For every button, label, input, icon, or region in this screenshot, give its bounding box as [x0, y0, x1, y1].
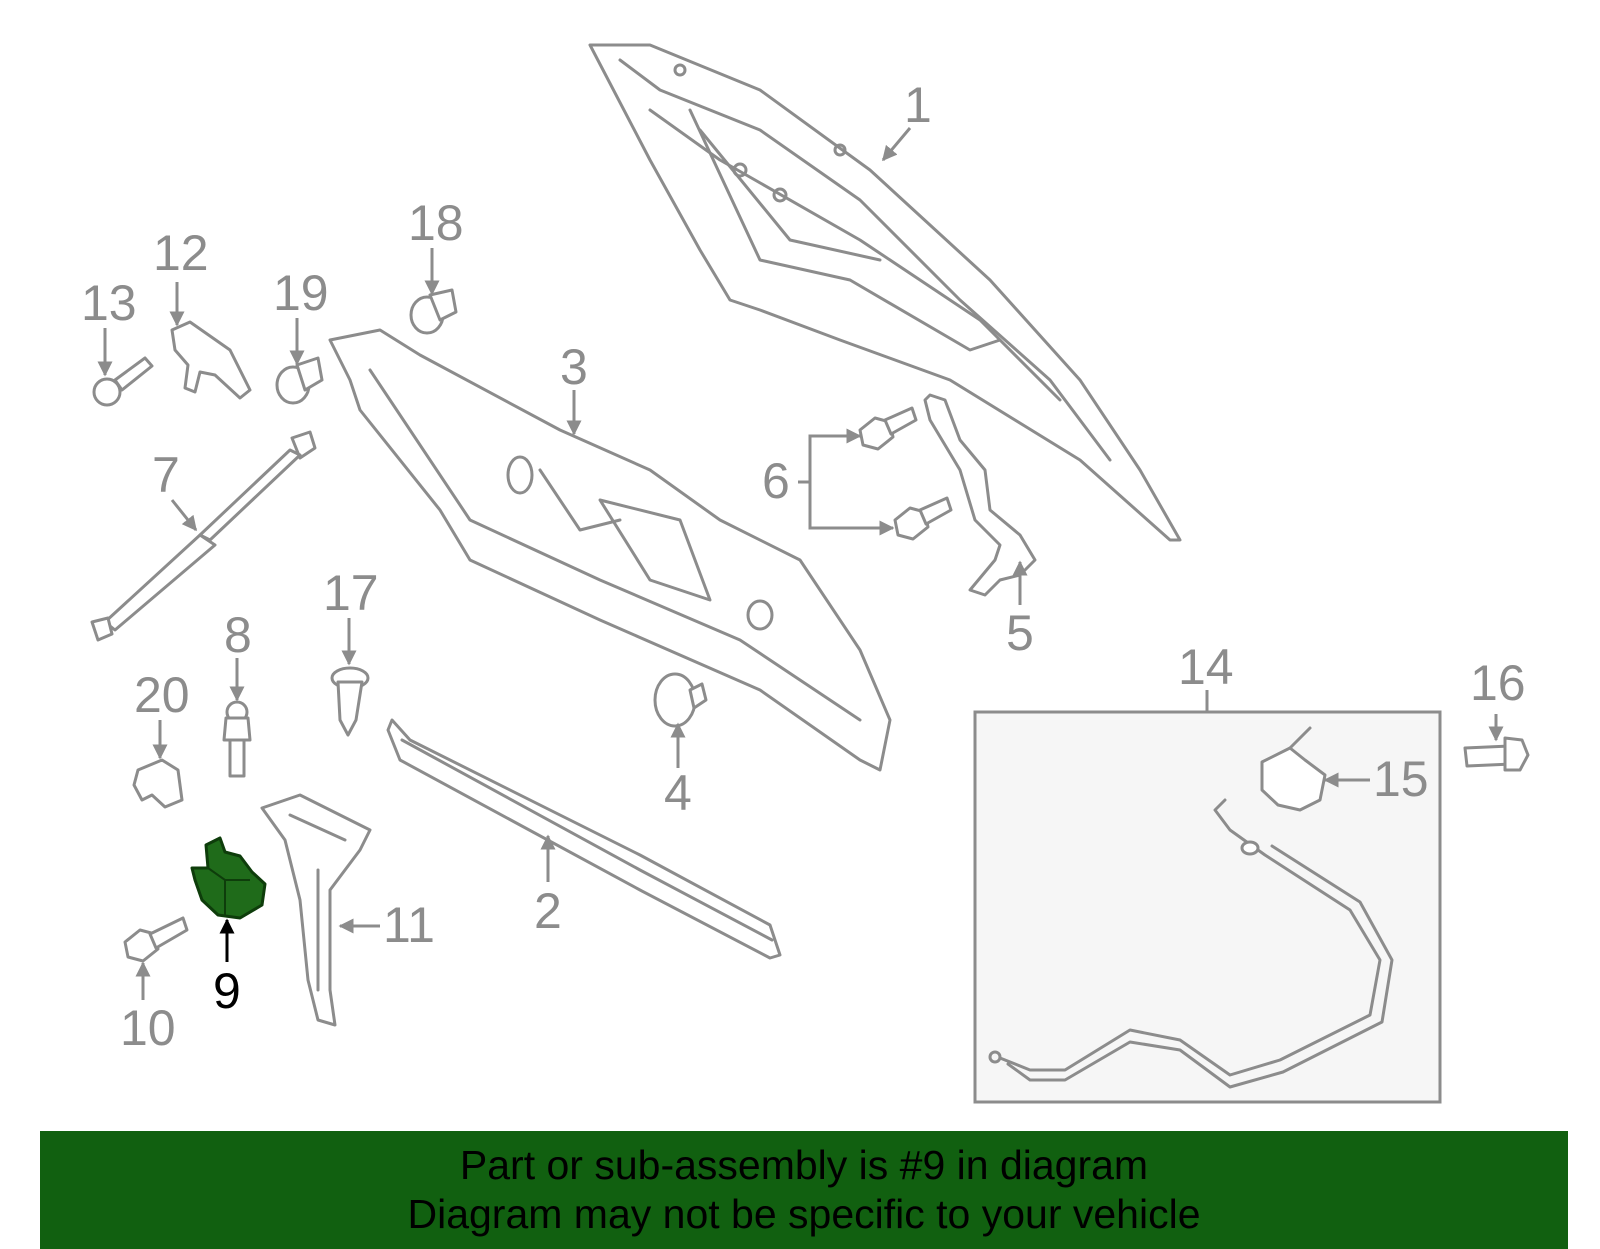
callout-20: 20: [134, 667, 190, 760]
callout-18: 18: [408, 195, 464, 296]
callout-14-label: 14: [1178, 639, 1234, 695]
striker-bolt[interactable]: [92, 356, 154, 407]
callout-1: 1: [881, 77, 932, 162]
callout-5: 5: [1006, 560, 1034, 661]
latch-bolt[interactable]: [123, 916, 189, 963]
callout-5-label: 5: [1006, 605, 1034, 661]
hood-hinge[interactable]: [923, 393, 1037, 597]
callout-11: 11: [338, 897, 435, 953]
hood-panel[interactable]: [588, 43, 1182, 542]
callout-4: 4: [664, 722, 692, 821]
callout-16: 16: [1470, 655, 1526, 742]
hood-bumper-side[interactable]: [275, 356, 324, 405]
hood-support-strut[interactable]: [90, 430, 317, 642]
push-pin-retainer[interactable]: [330, 666, 370, 737]
callout-15-label: 15: [1373, 751, 1429, 807]
retaining-clip[interactable]: [132, 758, 184, 809]
release-handle[interactable]: [1260, 726, 1327, 812]
callout-3-label: 3: [560, 339, 588, 395]
callout-9: 9: [213, 918, 241, 1019]
callout-13: 13: [81, 275, 137, 377]
callout-6: 6: [762, 428, 895, 536]
callout-16-label: 16: [1470, 655, 1526, 711]
callout-2: 2: [534, 834, 562, 939]
callout-2-label: 2: [534, 883, 562, 939]
callout-18-label: 18: [408, 195, 464, 251]
callout-12-label: 12: [153, 225, 209, 281]
callout-11-label: 11: [383, 897, 435, 953]
callout-7: 7: [152, 447, 198, 532]
callout-13-label: 13: [81, 275, 137, 331]
hood-striker[interactable]: [170, 320, 252, 400]
callout-20-label: 20: [134, 667, 190, 723]
release-handle-bolt[interactable]: [1463, 736, 1530, 772]
callout-7-label: 7: [152, 447, 180, 503]
latch-support-bracket[interactable]: [260, 793, 372, 1027]
callout-12: 12: [153, 225, 209, 327]
callout-10: 10: [120, 961, 176, 1056]
callout-8: 8: [224, 607, 252, 702]
callout-6-label: 6: [762, 453, 790, 509]
callout-4-label: 4: [664, 765, 692, 821]
banner-line-2: Diagram may not be specific to your vehi…: [407, 1191, 1201, 1237]
callout-15: 15: [1323, 751, 1429, 807]
hood-insulator[interactable]: [328, 328, 892, 772]
callout-1-label: 1: [904, 77, 932, 133]
callout-9-label: 9: [213, 963, 241, 1019]
parts-diagram: 1 2 3 4 5 6 7 8 9 10 11 12: [81, 43, 1530, 1104]
hinge-bolt-upper[interactable]: [858, 406, 918, 451]
info-banner: Part or sub-assembly is #9 in diagram Di…: [40, 1131, 1568, 1249]
hood-plug[interactable]: [653, 672, 708, 728]
callout-3: 3: [560, 339, 588, 436]
bumper-stop[interactable]: [222, 700, 252, 778]
callout-17: 17: [323, 565, 379, 666]
hood-weatherstrip[interactable]: [386, 718, 782, 960]
callout-10-label: 10: [120, 1000, 176, 1056]
hood-bumper-upper[interactable]: [409, 288, 458, 335]
banner-line-1: Part or sub-assembly is #9 in diagram: [459, 1142, 1149, 1188]
hood-latch-highlighted[interactable]: [190, 836, 267, 920]
callout-14: 14: [1178, 639, 1234, 712]
release-cable-assembly[interactable]: [973, 710, 1442, 1104]
callout-8-label: 8: [224, 607, 252, 663]
hinge-bolt-lower[interactable]: [893, 496, 953, 541]
callout-17-label: 17: [323, 565, 379, 621]
callout-19: 19: [273, 265, 329, 366]
callout-19-label: 19: [273, 265, 329, 321]
